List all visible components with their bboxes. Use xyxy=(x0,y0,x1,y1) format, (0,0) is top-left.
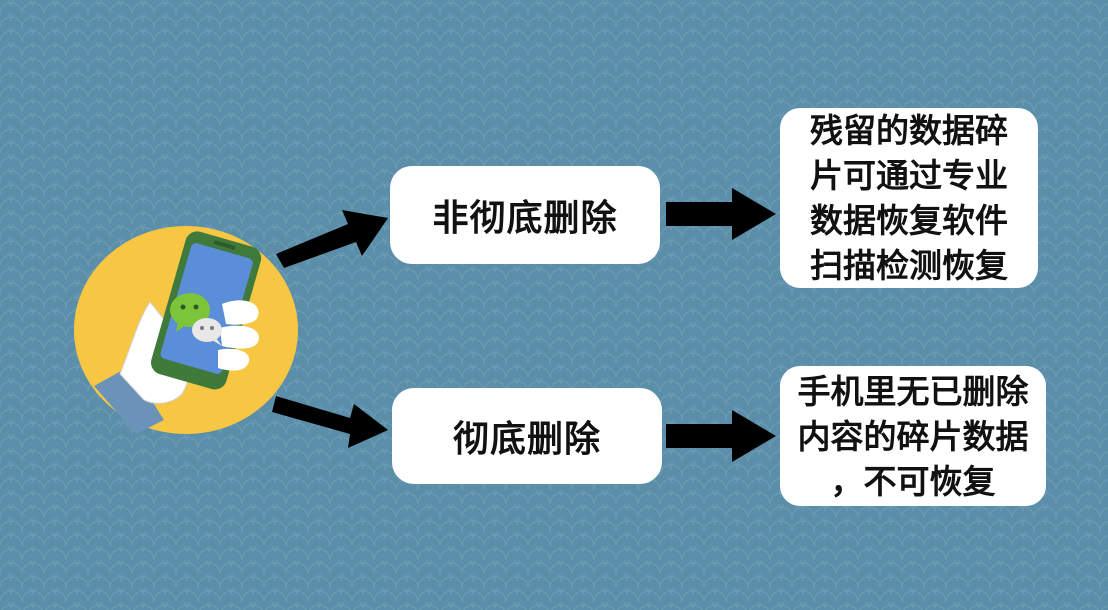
branch-2-result-line-2: 内容的碎片数据 xyxy=(797,416,1029,456)
branch-2-label: 彻底删除 xyxy=(452,419,601,460)
arrow-to-branch-1 xyxy=(276,210,388,268)
branch-1-label: 非彻底删除 xyxy=(432,198,618,239)
branch-1-result-box: 残留的数据碎 片可通过专业 数据恢复软件 扫描检测恢复 xyxy=(780,108,1038,288)
phone-in-hand-wechat-icon xyxy=(72,224,300,436)
arrow-to-branch-2 xyxy=(272,396,388,448)
branch-1-result-line-4: 扫描检测恢复 xyxy=(810,246,1008,285)
branch-2-result-line-1: 手机里无已删除 xyxy=(797,371,1029,411)
branch-2-label-box: 彻底删除 xyxy=(392,388,662,484)
branch-1-result-line-3: 数据恢复软件 xyxy=(810,201,1008,240)
branch-2-result-box: 手机里无已删除 内容的碎片数据 ，不可恢复 xyxy=(780,366,1046,506)
branch-1-result-line-2: 片可通过专业 xyxy=(810,156,1008,195)
branch-1-label-box: 非彻底删除 xyxy=(390,166,660,264)
branch-2-result-line-3: ，不可恢复 xyxy=(830,461,996,501)
arrow-to-result-2 xyxy=(666,410,776,462)
branch-1-result-line-1: 残留的数据碎 xyxy=(810,111,1008,150)
arrow-to-result-1 xyxy=(666,188,776,240)
